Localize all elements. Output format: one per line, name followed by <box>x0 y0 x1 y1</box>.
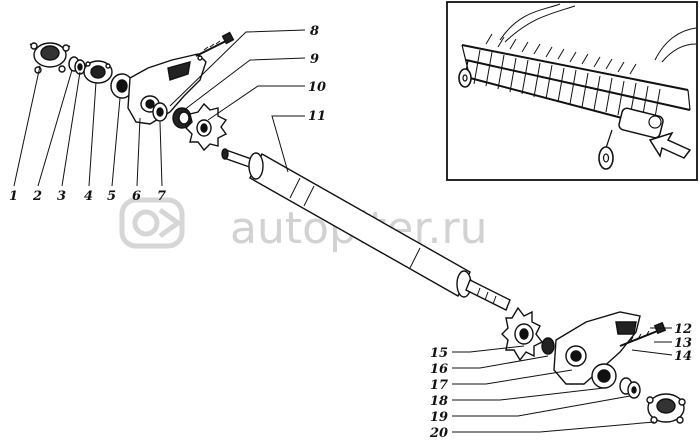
part-17-bracket-plate <box>553 311 641 385</box>
callout-19: 19 <box>430 410 448 425</box>
callout-labels: 1 2 3 4 5 6 7 8 9 10 11 12 13 14 15 16 1… <box>9 24 692 441</box>
part-18-bearing <box>591 363 617 389</box>
callout-6: 6 <box>132 189 141 204</box>
left-assembly <box>29 31 235 152</box>
callout-14: 14 <box>674 349 692 364</box>
callout-16: 16 <box>430 362 448 377</box>
callout-12: 12 <box>674 322 692 337</box>
callout-2: 2 <box>32 189 42 204</box>
callout-9: 9 <box>310 52 319 67</box>
part-11-shaft <box>221 148 511 311</box>
callout-4: 4 <box>84 189 93 204</box>
part-3-flange <box>83 60 113 84</box>
inset-pointer-arrow-icon <box>648 131 692 159</box>
callout-11: 11 <box>308 109 326 124</box>
part-7-ring <box>152 102 168 122</box>
leader-lines <box>13 29 673 433</box>
watermark-logo-icon <box>119 197 185 249</box>
callout-17: 17 <box>430 378 448 393</box>
callout-5: 5 <box>107 189 116 204</box>
inset-tines <box>473 33 661 124</box>
callout-7: 7 <box>157 189 166 204</box>
part-1-bearing-cap <box>29 42 71 74</box>
callout-20: 20 <box>429 426 448 441</box>
inset-machine-view <box>446 1 698 181</box>
part-19-washers <box>619 377 641 399</box>
part-15-sprocket <box>501 306 544 362</box>
part-bolt-upper <box>195 31 235 57</box>
callout-10: 10 <box>308 80 326 95</box>
right-assembly <box>501 306 686 424</box>
inset-wheel-right <box>598 129 614 170</box>
part-20-bearing-cap <box>646 393 686 424</box>
part-16-hub <box>541 337 555 355</box>
inset-wheel-left <box>458 59 472 88</box>
callout-13: 13 <box>674 336 692 351</box>
inset-frame <box>446 1 698 181</box>
callout-1: 1 <box>9 189 18 204</box>
callout-8: 8 <box>310 24 319 39</box>
callout-18: 18 <box>430 394 448 409</box>
part-10-sprocket <box>185 102 228 152</box>
callout-3: 3 <box>57 189 66 204</box>
callout-15: 15 <box>430 346 448 361</box>
